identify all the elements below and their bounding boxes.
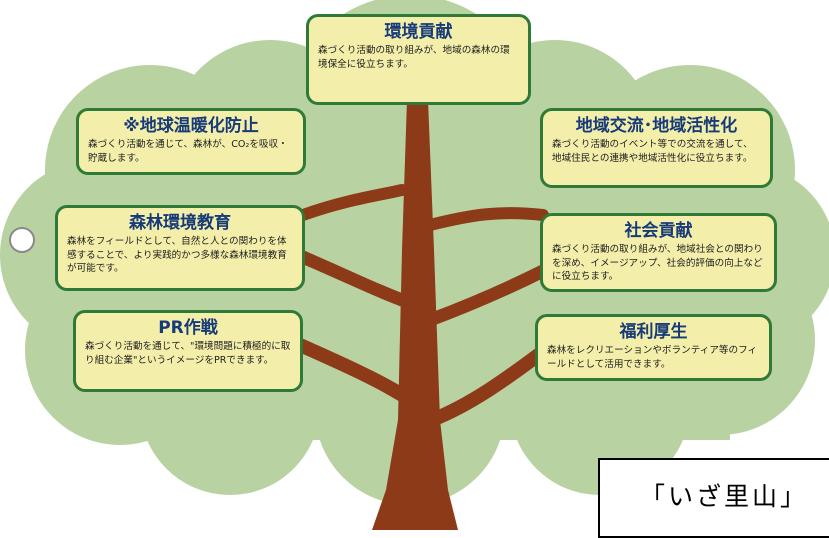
box-regional-exchange-text: 森づくり活動のイベント等での交流を通して、地域住民との連携や地域活性化に役立ちま… bbox=[552, 139, 753, 164]
box-social-contribution-title: 社会貢献 bbox=[624, 221, 693, 241]
caption-box: 「いざ里山」 bbox=[598, 458, 829, 538]
tree-trunk bbox=[291, 184, 552, 427]
box-forest-education: 森林環境教育 森林をフィールドとして、自然と人との関わりを体感することで、より実… bbox=[55, 205, 305, 291]
box-global-warming-title: ※地球温暖化防止 bbox=[123, 116, 259, 136]
box-environment-title: 環境貢献 bbox=[384, 22, 453, 42]
box-welfare-title: 福利厚生 bbox=[619, 322, 688, 342]
box-global-warming: ※地球温暖化防止 森づくり活動を通じて、森林が、CO₂を吸収・貯蔵します。 bbox=[76, 108, 306, 175]
caption-text: 「いざ里山」 bbox=[640, 482, 809, 511]
binder-hole-icon bbox=[9, 227, 35, 253]
box-forest-education-title: 森林環境教育 bbox=[129, 213, 231, 233]
box-regional-exchange: 地域交流･地域活性化 森づくり活動のイベント等での交流を通して、地域住民との連携… bbox=[540, 108, 773, 188]
box-social-contribution-text: 森づくり活動の取り組みが、地域社会との関わりを深め、イメージアップ、社会的評価の… bbox=[552, 244, 763, 282]
tree-trunk-main bbox=[372, 100, 458, 530]
box-pr-strategy: PR作戦 森づくり活動を通じて、"環境問題に積極的に取り組む企業"というイメージ… bbox=[73, 310, 303, 392]
box-regional-exchange-title: 地域交流･地域活性化 bbox=[575, 116, 738, 136]
box-environment: 環境貢献 森づくり活動の取り組みが、地域の森林の環境保全に役立ちます。 bbox=[306, 14, 531, 105]
box-forest-education-text: 森林をフィールドとして、自然と人との関わりを体感することで、より実践的かつ多様な… bbox=[67, 236, 287, 274]
box-welfare: 福利厚生 森林をレクリエーションやボランティア等のフィールドとして活用できます。 bbox=[535, 314, 772, 381]
box-environment-text: 森づくり活動の取り組みが、地域の森林の環境保全に役立ちます。 bbox=[318, 45, 510, 70]
box-pr-strategy-title: PR作戦 bbox=[158, 318, 218, 338]
box-pr-strategy-text: 森づくり活動を通じて、"環境問題に積極的に取り組む企業"というイメージをPRでき… bbox=[85, 341, 291, 366]
box-social-contribution: 社会貢献 森づくり活動の取り組みが、地域社会との関わりを深め、イメージアップ、社… bbox=[540, 213, 777, 292]
box-global-warming-text: 森づくり活動を通じて、森林が、CO₂を吸収・貯蔵します。 bbox=[88, 139, 288, 164]
box-welfare-text: 森林をレクリエーションやボランティア等のフィールドとして活用できます。 bbox=[547, 345, 758, 370]
